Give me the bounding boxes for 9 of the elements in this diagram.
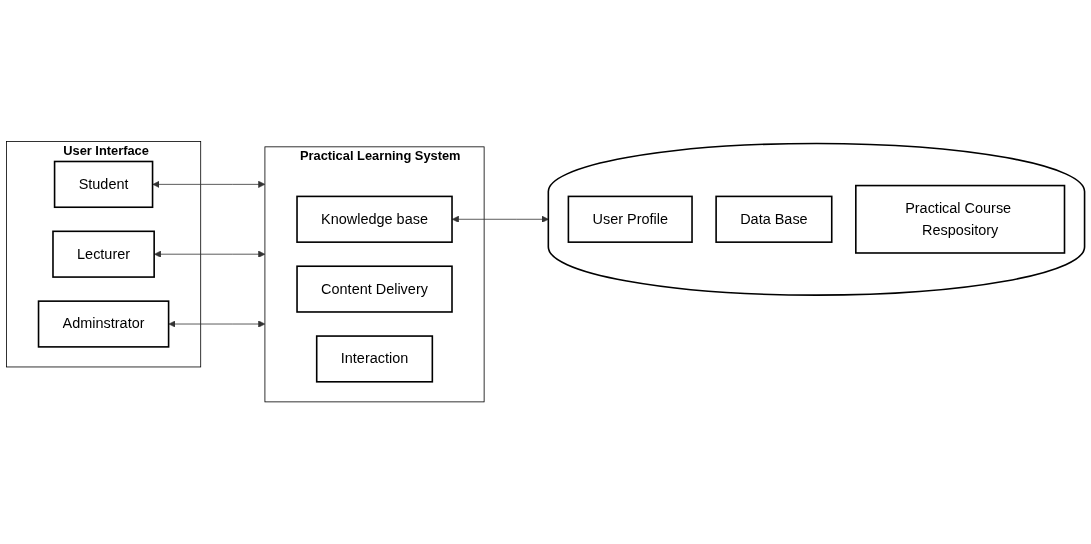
- node-box: Student: [53, 161, 154, 209]
- node-box: Lecturer: [52, 230, 155, 279]
- node-box: Knowledge base: [296, 195, 453, 244]
- node-box: Practical Course Respository: [855, 185, 1066, 255]
- node-box: Data Base: [715, 195, 833, 244]
- node-box: Adminstrator: [37, 300, 170, 349]
- node-box: User Profile: [567, 195, 693, 244]
- node-box: Interaction: [315, 335, 434, 383]
- node-box: Content Delivery: [296, 265, 453, 314]
